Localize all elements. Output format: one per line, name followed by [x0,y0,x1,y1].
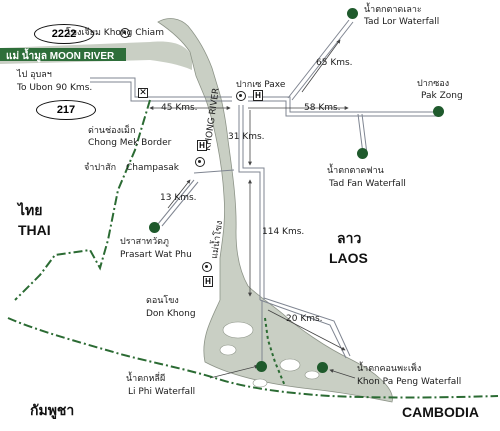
distance-20: 20 Kms. [286,314,323,324]
waterfall-li-phi-marker [256,361,267,372]
distance-114: 114 Kms. [262,227,305,237]
border-thai-laos [14,99,151,301]
arrow-khon-pa-peng [329,369,356,379]
label-chong-mek-th: ด่านช่องเม็ก [88,126,136,136]
road-network [90,19,438,362]
label-li-phi-th: น้ำตกหลี่ผี [126,374,166,384]
moon-river-label: แม่ น้ำมูล MOON RIVER [6,51,115,62]
hotel-icon: H [253,90,263,101]
arrow-65 [301,39,341,93]
label-khon-pa-peng-th: น้ำตกคอนพะเพ็ง [357,364,422,374]
border-thai-cambodia [7,317,499,399]
waterfall-khon-pa-peng-marker [317,362,328,373]
distance-45: 45 Kms. [161,103,198,113]
label-pak-zong-th: ปากซอง [417,79,450,89]
label-to-ubon-th: ไป อุบลฯ [17,70,52,80]
label-khon-pa-peng-en: Khon Pa Peng Waterfall [357,377,462,387]
town-champasak-marker [195,157,205,167]
waterfall-pak-zong-marker [433,106,444,117]
island [219,344,237,356]
island [252,378,268,388]
arrow-13 [167,179,191,209]
arrow-20 [267,309,346,351]
label-tad-lor-en: Tad Lor Waterfall [364,17,440,27]
khong-river [157,18,393,403]
border-crossing-icon: ✕ [138,88,148,98]
label-khong-chiam: โขงเจียม Khong Chiam [66,28,164,38]
town-paxe-marker [236,91,246,101]
town-khong-chiam-marker [120,28,130,38]
road-217-shield: 217 [36,100,96,120]
road-2222-shield: 2222 [34,24,94,44]
town-don-khong-marker [202,262,212,272]
waterfall-wat-phu-marker [149,222,160,233]
country-laos-en: LAOS [329,250,368,266]
label-champasak-en: Champasak [126,163,179,173]
island [279,358,301,372]
island [304,370,320,380]
arrow-li-phi [209,364,259,379]
label-li-phi-en: Li Phi Waterfall [128,387,196,397]
label-to-ubon-en: To Ubon 90 Kms. [17,83,93,93]
label-pak-zong-en: Pak Zong [421,91,463,101]
country-thai-en: THAI [18,222,51,238]
island [222,321,254,339]
waterfall-tad-fan-marker [357,148,368,159]
label-wat-phu-en: Prasart Wat Phu [120,250,192,260]
label-tad-lor-th: น้ำตกตาดเลาะ [364,5,422,15]
country-cambodia-en: CAMBODIA [402,404,479,420]
distance-58: 58 Kms. [304,103,341,113]
label-chong-mek-en: Chong Mek Border [88,138,172,148]
label-tad-fan-th: น้ำตกตาดฟาน [327,166,384,176]
waterfall-tad-lor-marker [347,8,358,19]
label-champasak-th: จำปาสัก [84,163,117,173]
label-paxe: ปากเซ Paxe [236,80,286,90]
label-wat-phu-th: ปราสาทวัดภู [120,237,169,247]
hotel-icon: H [197,140,207,151]
label-don-khong-th: ดอนโขง [146,296,179,306]
label-tad-fan-en: Tad Fan Waterfall [329,179,406,189]
label-don-khong-en: Don Khong [146,309,196,319]
distance-13: 13 Kms. [160,193,197,203]
moon-river-label-band [0,48,126,61]
country-cambodia-th: กัมพูชา [30,403,75,419]
distance-31: 31 Kms. [228,132,265,142]
hotel-icon: H [203,276,213,287]
country-thai-th: ไทย [18,203,43,219]
country-laos-th: ลาว [337,231,362,247]
distance-65: 65 Kms. [316,58,353,68]
